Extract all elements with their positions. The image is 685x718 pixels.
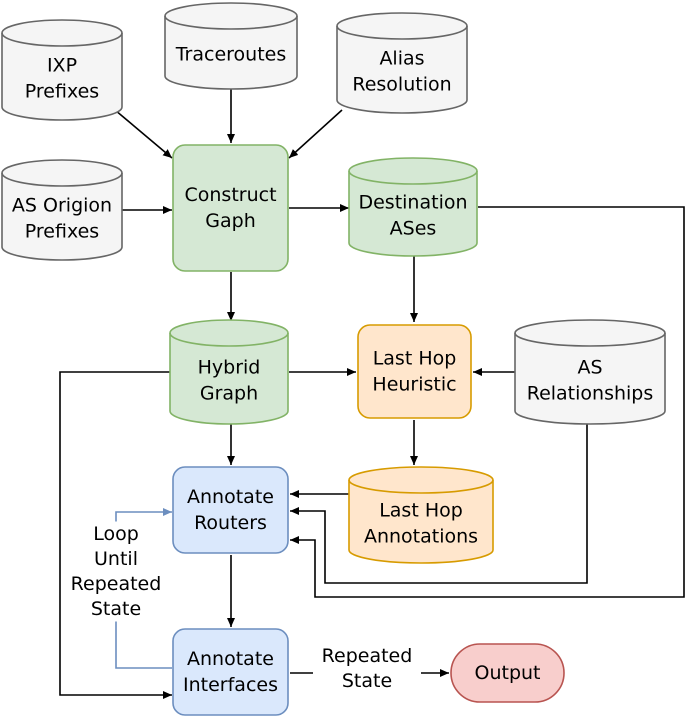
node-label-line: Interfaces (183, 674, 278, 696)
node-label-line: Destination (358, 192, 467, 214)
node-label-line: Prefixes (25, 81, 99, 103)
node-label-line: Graph (200, 383, 258, 405)
edge-hybrid-to-interfaces (59, 371, 172, 699)
edge-label-line: Repeated (71, 573, 162, 595)
cylinder-rim (348, 170, 478, 185)
node-label-line: AS (577, 357, 602, 379)
edge-label-line: State (342, 670, 392, 692)
cylinder-rim (1, 32, 123, 47)
label-background (313, 643, 421, 694)
node-ixp-prefixes: IXP Prefixes (1, 19, 123, 121)
node-label-line: ASes (390, 218, 437, 240)
node-label-line: Gaph (205, 210, 255, 232)
cylinder-rim (1, 172, 123, 187)
node-label-line: IXP (47, 55, 77, 77)
node-label-line: AS Origion (12, 195, 112, 217)
node-label-line: Output (475, 662, 541, 684)
cylinder-rim (514, 332, 666, 347)
label-background (64, 521, 168, 622)
node-output: Output (450, 643, 565, 703)
edge-label-line: Loop (93, 523, 139, 545)
node-label-line: Last Hop (379, 500, 463, 522)
edge-label-line: State (91, 598, 141, 620)
node-label-line: Construct (184, 184, 276, 206)
node-label-line: Resolution (352, 74, 451, 96)
node-label-line: Annotate (187, 648, 274, 670)
node-label-line: Annotations (364, 526, 478, 548)
node-label-line: Prefixes (25, 221, 99, 243)
cylinder-rim (348, 479, 494, 494)
node-label-line: Alias (379, 48, 424, 70)
edge-destination-to-routers (290, 206, 685, 598)
cylinder-body (164, 2, 298, 90)
node-label-line: Annotate (187, 486, 274, 508)
node-label-line: Hybrid (198, 357, 261, 379)
edge-asrel-to-routers (290, 424, 588, 584)
node-as-relationships: AS Relationships (514, 319, 666, 425)
cylinder-body (169, 319, 289, 425)
edge-ixp-to-construct (114, 109, 173, 159)
terminal-shape (450, 643, 565, 703)
node-traceroutes: Traceroutes (164, 2, 298, 90)
cylinder-rim (169, 332, 289, 347)
edge-alias-to-construct (288, 109, 343, 159)
node-label-line: Traceroutes (175, 44, 287, 66)
process-box (172, 628, 289, 716)
node-label-line: Routers (194, 512, 267, 534)
node-label-line: Relationships (527, 383, 654, 405)
process-box (172, 144, 289, 272)
node-label-line: Heuristic (372, 374, 456, 396)
cylinder-body (514, 319, 666, 425)
process-box (172, 466, 289, 554)
cylinder-rim (164, 15, 298, 30)
cylinder-rim (336, 25, 468, 40)
node-label-line: Last Hop (373, 348, 457, 370)
process-box (357, 324, 472, 419)
edge-label-line: Repeated (322, 645, 413, 667)
edge-label-line: Until (94, 548, 138, 570)
